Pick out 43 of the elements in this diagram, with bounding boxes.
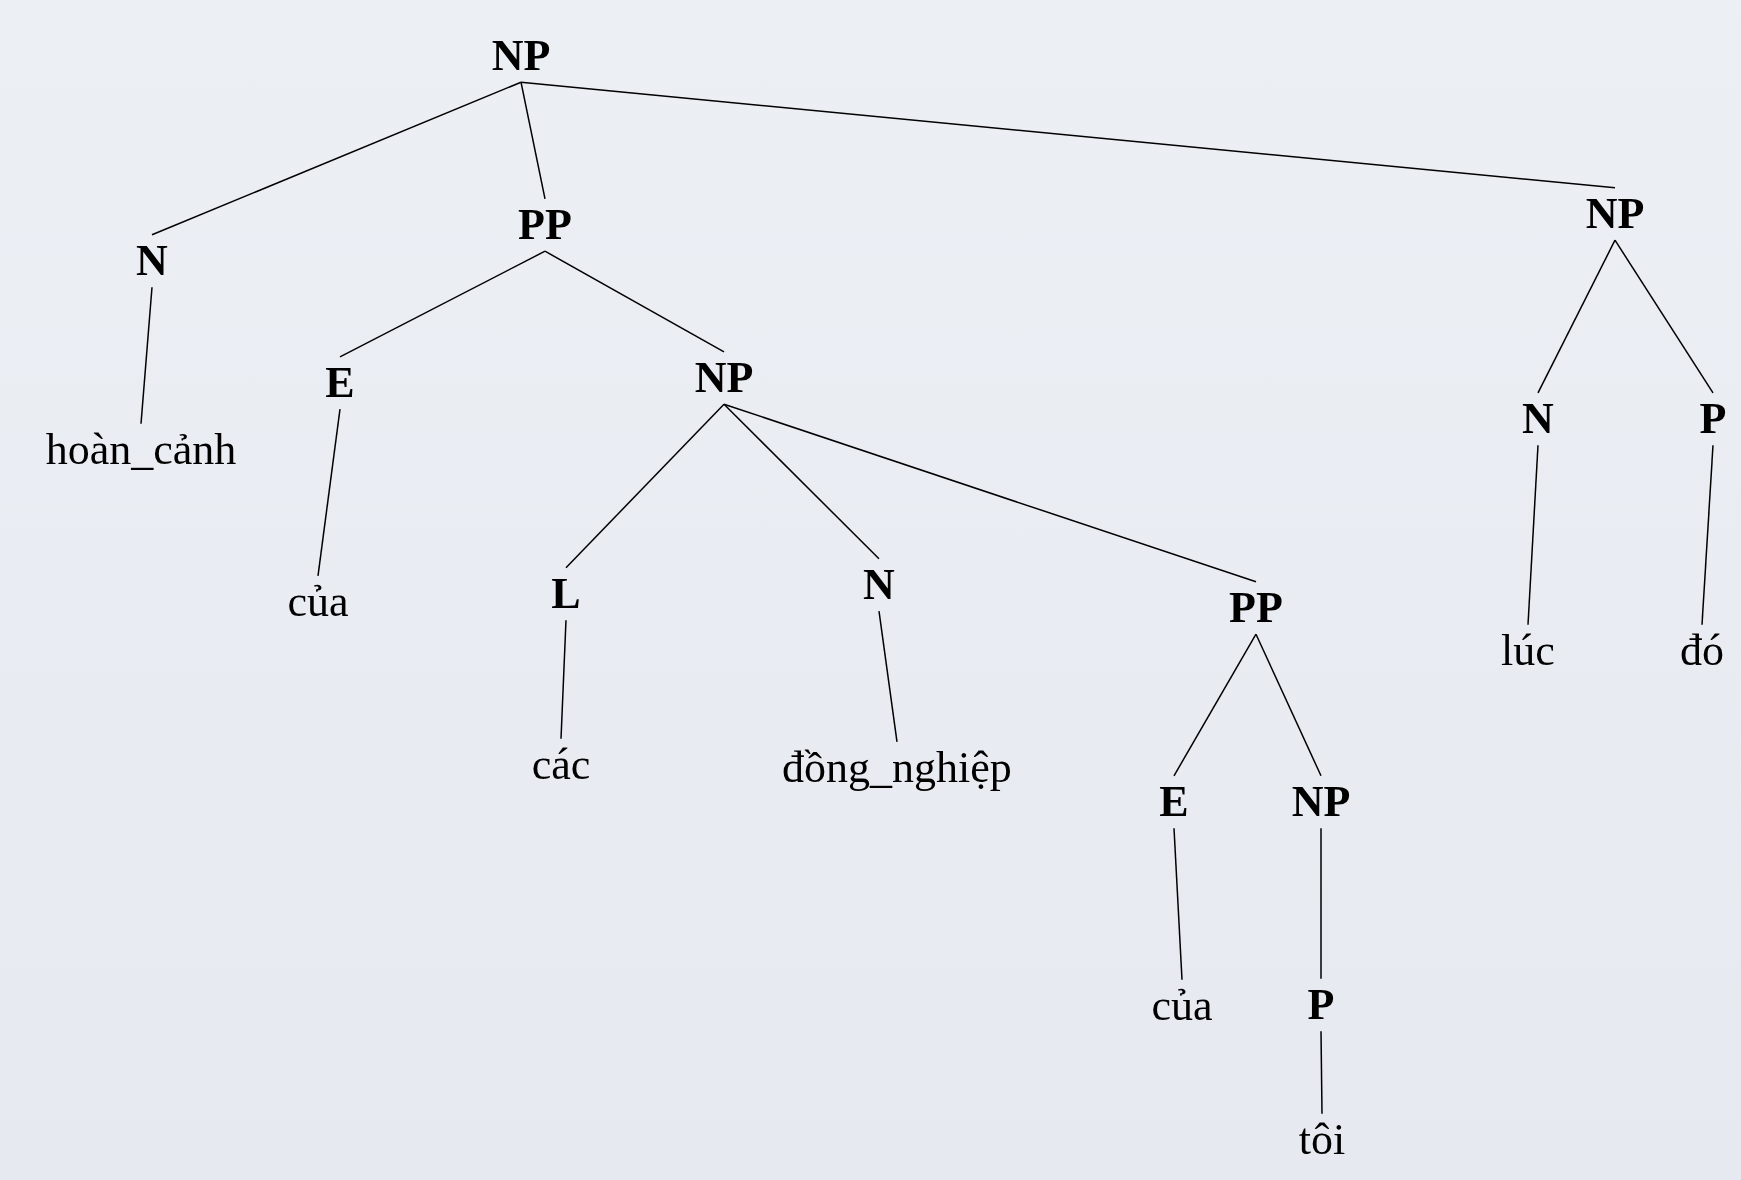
tree-branch-line [1614, 239, 1714, 394]
category-label: L [551, 569, 581, 619]
word-label: hoàn_cảnh [45, 425, 237, 475]
category-label: P [1307, 980, 1335, 1030]
tree-branch-line [151, 81, 522, 236]
tree-branch-line [1173, 827, 1183, 981]
category-label: NP [491, 31, 551, 81]
word-label: lúc [1501, 626, 1555, 676]
category-label: N [863, 560, 895, 610]
word-label: tôi [1298, 1115, 1346, 1165]
word-label: đồng_nghiệp [782, 743, 1012, 793]
tree-branch-line [1527, 444, 1539, 626]
word-label: các [531, 740, 591, 790]
word-label: của [287, 577, 349, 627]
tree-branch-line [1320, 827, 1322, 980]
tree-branch-line [520, 81, 546, 200]
tree-branch-line [520, 81, 1616, 189]
tree-branch-line [1255, 633, 1322, 777]
tree-branch-line [1320, 1030, 1323, 1115]
category-label: P [1699, 394, 1727, 444]
category-label: PP [1229, 583, 1283, 633]
tree-branch-line [140, 286, 153, 425]
tree-branch-line [317, 408, 341, 577]
category-label: NP [1585, 189, 1645, 239]
category-label: E [325, 358, 355, 408]
category-label: N [136, 236, 168, 286]
tree-branch-line [1537, 239, 1616, 394]
tree-branch-line [565, 403, 725, 569]
word-label: đó [1680, 626, 1724, 676]
tree-branch-line [1701, 444, 1714, 626]
tree-branch-line [723, 403, 1257, 583]
word-label: của [1151, 981, 1213, 1031]
category-label: N [1522, 394, 1554, 444]
category-label: NP [1291, 777, 1351, 827]
tree-branch-line [544, 250, 725, 353]
tree-branch-line [1173, 633, 1257, 777]
category-label: PP [518, 200, 572, 250]
category-label: NP [694, 353, 754, 403]
tree-branch-line [723, 403, 880, 560]
category-label: E [1159, 777, 1189, 827]
tree-branch-line [560, 619, 567, 740]
tree-branch-line [339, 250, 546, 358]
tree-branch-line [878, 610, 898, 743]
